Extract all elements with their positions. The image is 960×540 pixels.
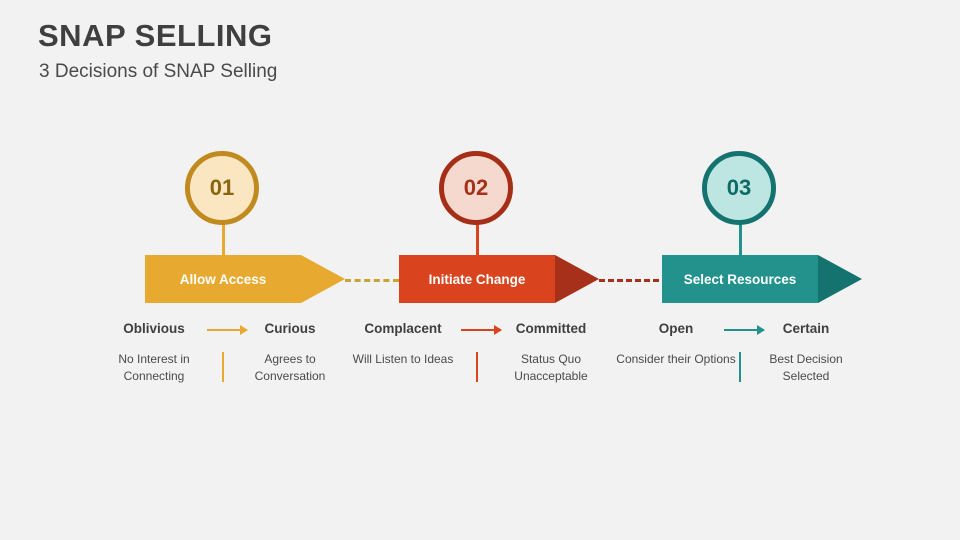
- stage-1-banner-label: Allow Access: [145, 255, 301, 303]
- stage-1-divider-tick: [222, 352, 224, 382]
- stage-3-divider-tick: [739, 352, 741, 382]
- stage-2-banner-label: Initiate Change: [399, 255, 555, 303]
- stage-1-circle[interactable]: 01: [185, 151, 259, 225]
- stage-2-number: 02: [463, 175, 489, 200]
- stage-3-number: 03: [726, 175, 752, 200]
- stage-2-right-label: Committed: [515, 321, 587, 336]
- stage-1-mini-arrow: [207, 325, 248, 335]
- stage-2-divider-tick: [476, 352, 478, 382]
- stage-3-stem: [739, 188, 742, 278]
- stage-2-right-desc: Status Quo Unacceptable: [514, 352, 588, 384]
- stage-2-left-desc: Will Listen to Ideas: [352, 352, 454, 366]
- stage-1-right-label: Curious: [264, 321, 316, 336]
- stage-2-stem: [476, 188, 479, 278]
- stage-3-circle[interactable]: 03: [702, 151, 776, 225]
- connector-2-3: [599, 279, 659, 282]
- stage-3-left-desc: Consider their Options: [616, 352, 736, 366]
- stage-3-banner[interactable]: Select Resources: [662, 255, 862, 303]
- stage-2-mini-arrow: [461, 325, 502, 335]
- stage-2-banner-arrowhead: [555, 255, 599, 303]
- page-title: SNAP SELLING: [38, 18, 273, 53]
- connector-1-2: [345, 279, 399, 282]
- stage-3-banner-label: Select Resources: [662, 255, 818, 303]
- stage-3-left-label: Open: [658, 321, 694, 336]
- stage-2-circle[interactable]: 02: [439, 151, 513, 225]
- stage-3-right-desc: Best Decision Selected: [769, 352, 843, 384]
- stage-3-banner-arrowhead: [818, 255, 862, 303]
- stage-1-left-label: Oblivious: [123, 321, 185, 336]
- stage-3-mini-arrow: [724, 325, 765, 335]
- stage-2-banner[interactable]: Initiate Change: [399, 255, 599, 303]
- stage-3-right-label: Certain: [782, 321, 830, 336]
- stage-1-banner-arrowhead: [301, 255, 345, 303]
- stage-1-number: 01: [209, 175, 235, 200]
- page-subtitle: 3 Decisions of SNAP Selling: [39, 61, 278, 82]
- stage-1-left-desc: No Interest in Connecting: [118, 352, 190, 384]
- stage-1-banner[interactable]: Allow Access: [145, 255, 345, 303]
- stage-2-left-label: Complacent: [364, 321, 442, 336]
- stage-1-stem: [222, 188, 225, 278]
- stage-1-right-desc: Agrees to Conversation: [254, 352, 326, 384]
